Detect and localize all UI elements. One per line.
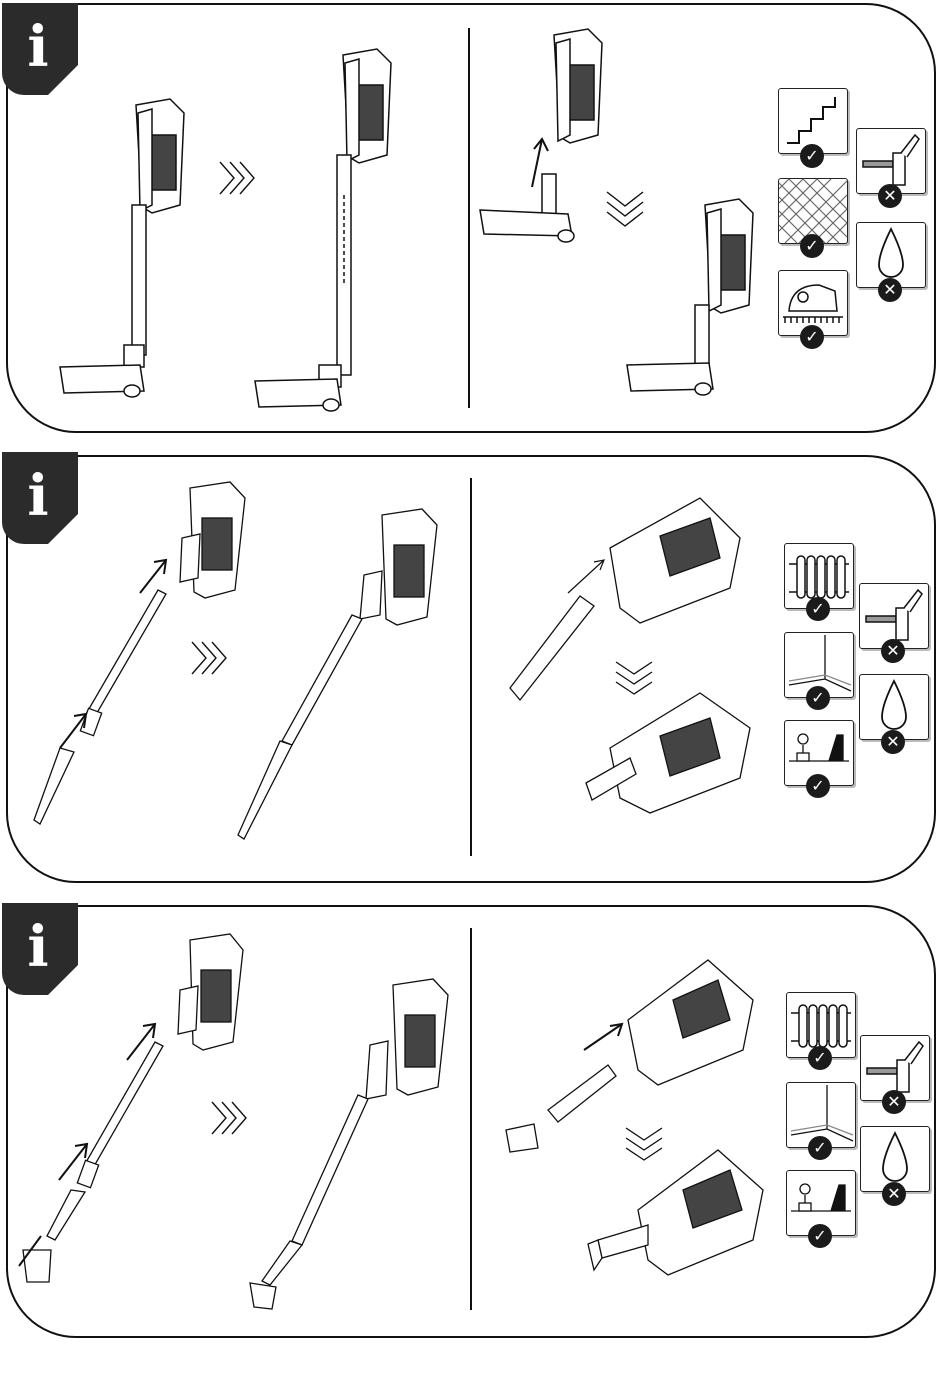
check-icon: ✓ xyxy=(800,144,824,168)
check-icon: ✓ xyxy=(808,1046,832,1070)
vacuum-assembled-illustration xyxy=(625,195,765,405)
cross-icon: ✕ xyxy=(881,730,905,754)
arrow-right-icon xyxy=(218,160,258,196)
panel-divider xyxy=(468,28,470,408)
cross-icon: ✕ xyxy=(878,278,902,302)
vacuum-floor-head-illustration xyxy=(60,95,200,400)
check-icon: ✓ xyxy=(806,597,830,621)
cross-icon: ✕ xyxy=(882,1090,906,1114)
check-icon: ✓ xyxy=(808,1224,832,1248)
panel-divider xyxy=(470,928,472,1310)
floor-head-illustration xyxy=(478,170,578,250)
check-icon: ✓ xyxy=(806,774,830,798)
check-icon: ✓ xyxy=(800,234,824,258)
handheld-crevice-illustration xyxy=(500,478,770,823)
info-tab: i xyxy=(2,3,78,95)
info-icon: i xyxy=(16,15,60,79)
check-icon: ✓ xyxy=(806,686,830,710)
check-icon: ✓ xyxy=(808,1136,832,1160)
cross-icon: ✕ xyxy=(878,184,902,208)
vacuum-extended-illustration xyxy=(255,45,400,415)
cross-icon: ✕ xyxy=(882,1182,906,1206)
cross-icon: ✕ xyxy=(881,639,905,663)
check-icon: ✓ xyxy=(800,325,824,349)
arrow-right-icon xyxy=(190,640,230,676)
vacuum-brush-assembled-illustration xyxy=(248,975,458,1315)
panel-divider xyxy=(470,478,472,856)
arrow-right-icon xyxy=(210,1100,250,1136)
vacuum-crevice-assembled-illustration xyxy=(232,505,447,845)
handheld-brush-illustration xyxy=(498,940,778,1280)
